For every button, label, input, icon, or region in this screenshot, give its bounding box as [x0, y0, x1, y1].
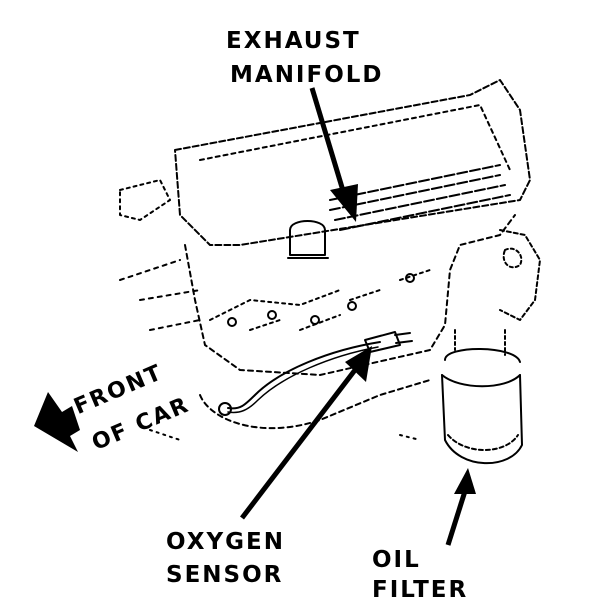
oil-cap: [289, 220, 326, 256]
front-arrow: [34, 392, 80, 452]
valve-cover-ridge: [199, 104, 511, 171]
exhaust-arrow-shaft: [309, 87, 347, 195]
left-lines: [119, 259, 201, 331]
oxygen-sensor-label-line2: SENSOR: [166, 562, 284, 588]
oil-filter-label-line2: FILTER: [372, 577, 469, 603]
oil-filter-body: [441, 374, 523, 465]
oxygen-arrow-shaft: [240, 368, 357, 520]
cover-ribs: [329, 164, 511, 231]
exhaust-manifold-label-line1: EXHAUST: [226, 28, 361, 54]
oilfilter-arrow-head: [454, 468, 476, 494]
sensor-wire: [227, 341, 381, 410]
exhaust-arrow-head: [330, 184, 358, 222]
sensor-body: [364, 331, 401, 353]
right-bracket: [499, 229, 541, 321]
oil-filter-label-line1: OIL: [372, 547, 421, 573]
left-bracket: [119, 179, 171, 221]
valve-cover: [174, 79, 531, 246]
oil-filter-top: [444, 348, 521, 363]
oilfilter-arrow-shaft: [445, 487, 469, 546]
oxygen-arrow-head: [345, 346, 372, 382]
bolt-circles: [227, 273, 415, 327]
engine-block: [184, 214, 516, 376]
oxygen-sensor-label-line1: OXYGEN: [166, 529, 285, 555]
block-details: [209, 269, 431, 331]
exhaust-manifold-label-line2: MANIFOLD: [230, 62, 384, 88]
oil-pan: [199, 379, 431, 430]
